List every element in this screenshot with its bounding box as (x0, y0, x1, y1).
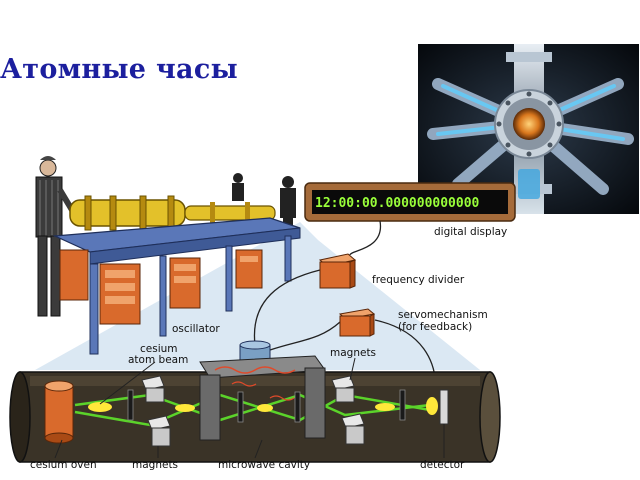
label-oscillator: oscillator (172, 323, 220, 335)
label-magnets-top: magnets (330, 347, 376, 359)
label-servomechanism: servomechanism (398, 309, 488, 321)
digital-display: 12:00:00.000000000000 (304, 182, 516, 222)
frequency-divider-box (318, 253, 357, 289)
label-cesium: cesium (140, 343, 178, 355)
label-servo-feedback: (for feedback) (398, 321, 472, 333)
technician-figure (232, 173, 244, 201)
label-magnets-bottom: magnets (132, 459, 178, 471)
magnets-right (331, 375, 365, 445)
label-detector: detector (420, 459, 465, 471)
lab-bench (52, 217, 301, 355)
cesium-oven (44, 380, 74, 444)
magnets-left (141, 375, 171, 447)
display-reading: 12:00:00.000000000000 (315, 196, 480, 211)
detector (439, 389, 449, 425)
microwave-cavity (199, 355, 326, 441)
label-atom-beam: atom beam (128, 354, 188, 366)
servomechanism-box (338, 308, 376, 337)
cesium-clock-diagram: 12:00:00.000000000000 digital display fr… (9, 156, 516, 471)
lab-illustration (35, 156, 301, 355)
label-microwave-cavity: microwave cavity (218, 459, 310, 471)
atomic-clock-photo (418, 44, 639, 214)
vacuum-tube (9, 371, 501, 463)
beam-tube-machine (69, 195, 276, 231)
label-cesium-oven: cesium oven (30, 459, 97, 471)
label-digital-display: digital display (434, 226, 507, 238)
page-title: Атомные часы (0, 54, 238, 85)
label-frequency-divider: frequency divider (372, 274, 465, 286)
